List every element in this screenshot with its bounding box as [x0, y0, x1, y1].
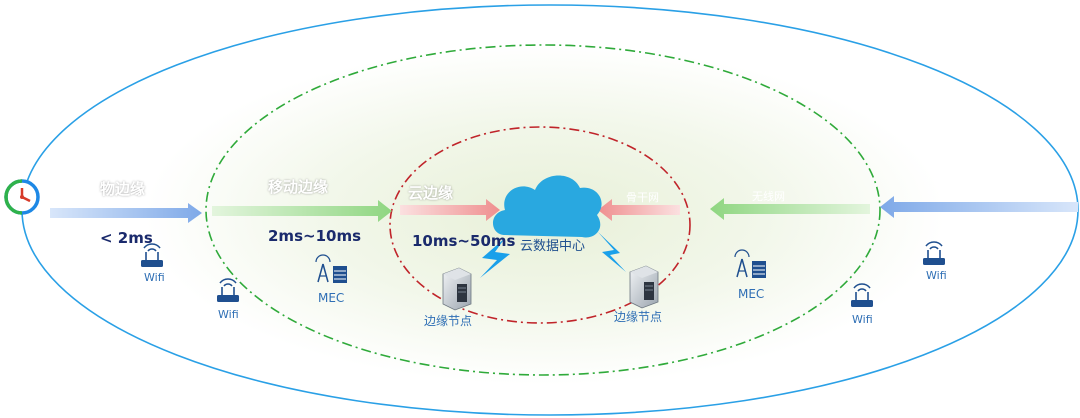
- lightning-icon: [598, 232, 626, 272]
- wifi-router-icon: [923, 241, 945, 265]
- lightning-icon: [480, 238, 510, 278]
- cloud-datacenter-label: 云数据中心: [520, 239, 586, 254]
- mobile-edge-ring: [205, 44, 881, 376]
- cloud-edge-ring: [389, 126, 691, 324]
- mobile-edge-title: 移动边缘: [268, 178, 329, 196]
- lan-network-label: 局域网: [962, 185, 995, 198]
- wifi-label: Wifi: [852, 313, 873, 326]
- cloud-icon: [492, 175, 602, 238]
- mec-label: MEC: [318, 291, 345, 305]
- mobile-edge-latency: 2ms~10ms: [268, 227, 361, 245]
- backbone-network-label: 骨干网: [626, 191, 659, 204]
- wifi-router-icon: [851, 283, 873, 307]
- physical-edge-title: 物边缘: [100, 180, 146, 198]
- arrow-cloud-edge: [400, 199, 500, 221]
- arrow-mobile-edge: [212, 200, 392, 222]
- clock-icon: [4, 179, 40, 215]
- server-icon: [629, 265, 659, 309]
- arrow-physical-edge: [50, 203, 202, 223]
- wireless-network-label: 无线网: [752, 190, 785, 203]
- mec-label: MEC: [738, 287, 765, 301]
- cloud-edge-latency: 10ms~50ms: [412, 232, 516, 250]
- arrow-lan: [880, 196, 1078, 218]
- edge-node-label: 边缘节点: [424, 314, 473, 328]
- cloud-edge-title: 云边缘: [408, 184, 454, 202]
- wifi-label: Wifi: [218, 308, 239, 321]
- physical-edge-latency: < 2ms: [100, 229, 153, 247]
- edge-node-label: 边缘节点: [614, 310, 663, 324]
- arrow-wireless: [710, 198, 870, 220]
- arrow-backbone: [598, 199, 680, 221]
- wifi-label: Wifi: [926, 269, 947, 282]
- wifi-label: Wifi: [144, 271, 165, 284]
- wifi-router-icon: [217, 278, 239, 302]
- mec-tower-icon: [734, 249, 766, 278]
- wifi-router-icon: [141, 243, 163, 267]
- server-icon: [442, 267, 472, 311]
- mec-tower-icon: [315, 254, 347, 283]
